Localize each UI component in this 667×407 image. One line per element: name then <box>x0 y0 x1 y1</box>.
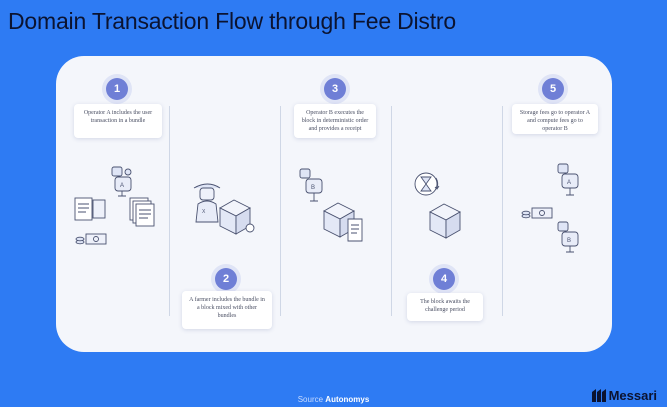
step-badge-3: 3 <box>324 78 346 100</box>
source-label: Source <box>297 395 324 404</box>
svg-text:A: A <box>567 180 571 186</box>
divider-line <box>391 106 392 316</box>
source-footer: Source Autonomys <box>0 395 667 404</box>
page-title: Domain Transaction Flow through Fee Dist… <box>8 8 456 34</box>
fee-distribution-illustration: A B <box>521 163 579 253</box>
step-badge-5: 5 <box>542 78 564 100</box>
brand-logo: Messari <box>591 388 657 403</box>
divider-line <box>502 106 503 316</box>
step-badge-1: 1 <box>106 78 128 100</box>
messari-logo-icon <box>591 389 606 402</box>
svg-text:A: A <box>120 183 124 189</box>
operator-a-documents-illustration: A <box>74 166 155 245</box>
step-badge-2: 2 <box>215 268 237 290</box>
step-badge-4: 4 <box>433 268 455 290</box>
divider-line <box>280 106 281 316</box>
step-note-4: The block awaits the challenge period <box>407 293 483 321</box>
svg-text:B: B <box>567 238 571 244</box>
operator-b-receipt-illustration: B <box>299 168 363 242</box>
source-name: Autonomys <box>325 395 370 404</box>
step-note-1: Operator A includes the user transaction… <box>74 104 162 138</box>
brand-name: Messari <box>608 388 657 403</box>
divider-line <box>169 106 170 316</box>
challenge-period-illustration <box>414 172 461 239</box>
svg-text:X: X <box>202 209 206 215</box>
farmer-block-illustration: X <box>193 183 255 235</box>
step-note-2: A farmer includes the bundle in a block … <box>182 291 272 329</box>
step-note-5: Storage fees go to operator A and comput… <box>512 104 598 134</box>
step-note-3: Operator B executes the block in determi… <box>294 104 376 138</box>
svg-text:B: B <box>311 185 315 191</box>
